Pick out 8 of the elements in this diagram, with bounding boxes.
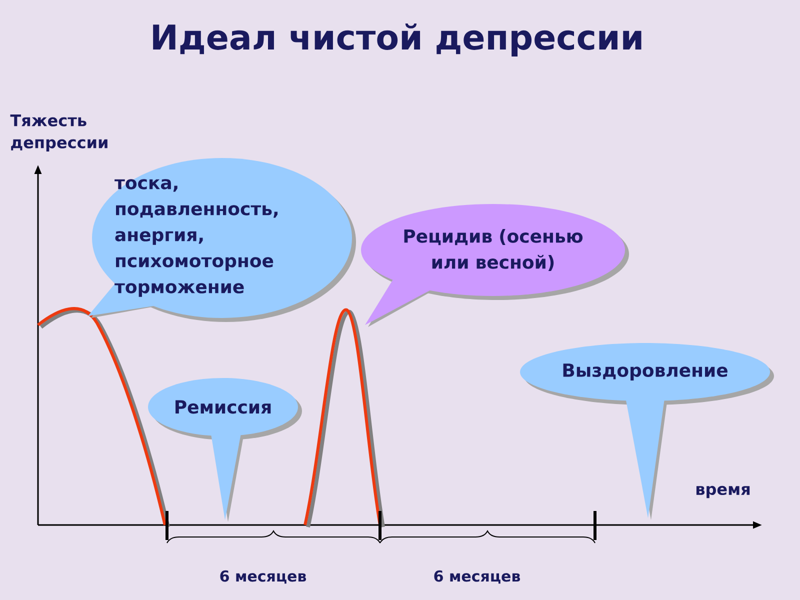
duration-label: 6 месяцев bbox=[220, 570, 306, 584]
axis-label: Тяжесть депрессии bbox=[10, 114, 108, 152]
duration-label: 6 месяцев bbox=[434, 570, 520, 584]
speech-bubble: тоска, подавленность, анергия, психомоторное торможение bbox=[88, 158, 356, 322]
speech-bubble: Рецидив (осенью или весной) bbox=[361, 204, 629, 327]
title: Идеал чистой депрессии bbox=[153, 23, 642, 57]
speech-bubble: Ремиссия bbox=[148, 378, 302, 522]
axis-label: время bbox=[696, 486, 750, 498]
